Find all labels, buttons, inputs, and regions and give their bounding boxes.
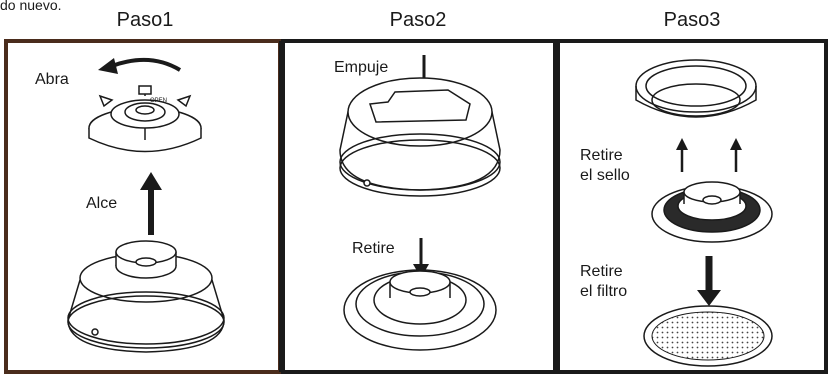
label-push: Empuje (334, 59, 388, 76)
valve-cap-illustration (88, 85, 202, 153)
lift-arrow-head-icon (140, 172, 162, 190)
step2-header: Paso2 (390, 9, 447, 31)
label-remove-filter-line1: Retire (580, 263, 623, 280)
top-text-fragment: do nuevo. (0, 0, 62, 13)
open-marking: OPEN (150, 98, 167, 104)
filter-screen-illustration (643, 305, 773, 367)
label-open: Abra (35, 71, 69, 88)
rotate-arrow (111, 57, 182, 72)
step1-header: Paso1 (117, 9, 174, 31)
valve-base-illustration (343, 269, 497, 351)
label-remove-seal-line2: el sello (580, 167, 630, 184)
label-remove-filter-line2: el filtro (580, 283, 627, 300)
step3-content: Retire el sello Retire el filtro (580, 59, 773, 367)
step3-panel (556, 39, 828, 374)
seal-ring-illustration (635, 59, 757, 118)
step3-header: Paso3 (664, 9, 721, 31)
label-remove-seal-line1: Retire (580, 147, 623, 164)
step2-content: Empuje Retire (334, 55, 501, 351)
valve-disc-illustration (651, 181, 773, 243)
filter-arrow-head-icon (697, 290, 721, 306)
seal-arrow-right-head-icon (730, 138, 742, 150)
label-lift: Alce (86, 195, 117, 212)
seal-arrow-left-head-icon (676, 138, 688, 150)
label-remove: Retire (352, 240, 395, 257)
step1-content: Abra OPEN Alce (35, 57, 225, 353)
base-unit-illustration (67, 240, 225, 353)
dome-cover-illustration (339, 77, 501, 197)
rotate-arrow-head-icon (98, 58, 118, 74)
